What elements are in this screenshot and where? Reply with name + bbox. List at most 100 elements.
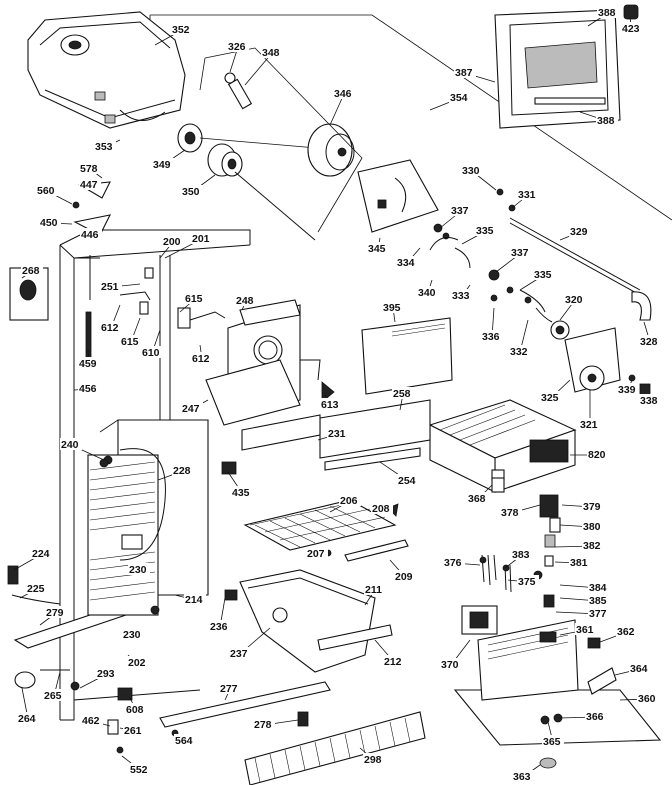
- part-number-label: 380: [583, 521, 601, 533]
- label-background: [582, 500, 604, 512]
- part-number-label: 612: [192, 353, 210, 365]
- part-number-label: 321: [580, 419, 598, 431]
- label-background: [467, 492, 489, 504]
- part-number-label: 354: [450, 92, 468, 104]
- part-number-label: 378: [501, 507, 519, 519]
- label-background: [454, 66, 476, 78]
- label-background: [36, 184, 58, 196]
- label-background: [100, 321, 122, 333]
- label-background: [367, 242, 389, 254]
- auger-assembly: [177, 47, 363, 241]
- label-background: [162, 235, 184, 247]
- label-background: [596, 114, 618, 126]
- part-number-label: 613: [321, 399, 339, 411]
- part-number-label: 560: [37, 185, 55, 197]
- label-background: [443, 556, 465, 568]
- part-number-label: 331: [518, 189, 536, 201]
- part-number-label: 339: [618, 384, 636, 396]
- part-number-label: 340: [418, 287, 436, 299]
- label-background: [129, 763, 151, 775]
- part-number-label: 578: [80, 163, 98, 175]
- label-background: [517, 188, 539, 200]
- part-number-label: 353: [95, 141, 113, 153]
- label-background: [510, 246, 532, 258]
- label-background: [616, 625, 638, 637]
- label-background: [100, 280, 122, 292]
- leader-line: [329, 93, 345, 126]
- label-background: [512, 770, 534, 782]
- label-background: [597, 6, 619, 18]
- label-background: [152, 158, 174, 170]
- actuator-linkage: [429, 188, 652, 323]
- part-number-label: 370: [441, 659, 459, 671]
- label-background: [575, 623, 597, 635]
- label-background: [26, 582, 48, 594]
- label-background: [80, 228, 102, 240]
- label-background: [21, 264, 43, 276]
- label-background: [327, 427, 349, 439]
- part-number-label: 388: [598, 7, 616, 19]
- part-number-label: 334: [397, 257, 415, 269]
- part-number-label: 610: [142, 347, 160, 359]
- part-number-label: 368: [468, 493, 486, 505]
- part-number-label: 376: [444, 557, 462, 569]
- part-number-label: 268: [22, 265, 40, 277]
- label-background: [440, 658, 462, 670]
- part-number-label: 383: [512, 549, 530, 561]
- part-number-label: 206: [340, 495, 358, 507]
- dispenser-panel: [241, 399, 431, 471]
- label-background: [128, 563, 150, 575]
- label-background: [229, 647, 251, 659]
- label-background: [639, 394, 661, 406]
- label-background: [364, 583, 386, 595]
- label-background: [509, 345, 531, 357]
- label-background: [542, 735, 564, 747]
- label-background: [417, 286, 439, 298]
- part-number-label: 364: [630, 663, 648, 675]
- label-background: [127, 656, 149, 668]
- label-background: [235, 294, 257, 306]
- part-number-label: 335: [476, 225, 494, 237]
- part-number-label: 615: [121, 336, 139, 348]
- label-background: [181, 402, 203, 414]
- part-number-label: 346: [334, 88, 352, 100]
- part-number-label: 333: [452, 290, 470, 302]
- part-number-label: 247: [182, 403, 200, 415]
- label-background: [79, 162, 101, 174]
- part-number-label: 362: [617, 626, 635, 638]
- label-background: [383, 655, 405, 667]
- label-background: [637, 692, 659, 704]
- label-background: [253, 718, 275, 730]
- part-number-label: 450: [40, 217, 58, 229]
- part-number-label: 201: [192, 233, 210, 245]
- label-background: [475, 224, 497, 236]
- part-number-label: 447: [80, 179, 98, 191]
- label-background: [219, 682, 241, 694]
- part-number-label: 375: [518, 576, 536, 588]
- label-background: [120, 335, 142, 347]
- part-number-label: 214: [185, 594, 203, 606]
- label-background: [31, 547, 53, 559]
- heater-plate: [361, 317, 453, 395]
- part-number-label: 350: [182, 186, 200, 198]
- part-number-label: 377: [589, 608, 607, 620]
- evaporator: [87, 448, 166, 616]
- part-number-label: 338: [640, 395, 658, 407]
- label-background: [569, 225, 591, 237]
- part-number-label: 212: [384, 656, 402, 668]
- part-number-label: 231: [328, 428, 346, 440]
- part-number-label: 382: [583, 540, 601, 552]
- bottom-rail-and-grille: [107, 681, 426, 785]
- part-number-label: 211: [365, 584, 382, 596]
- label-background: [78, 382, 100, 394]
- label-background: [449, 91, 471, 103]
- label-background: [569, 556, 591, 568]
- label-background: [79, 178, 101, 190]
- label-background: [17, 712, 39, 724]
- label-background: [588, 607, 610, 619]
- label-background: [209, 620, 231, 632]
- part-number-label: 208: [372, 503, 390, 515]
- label-background: [184, 292, 206, 304]
